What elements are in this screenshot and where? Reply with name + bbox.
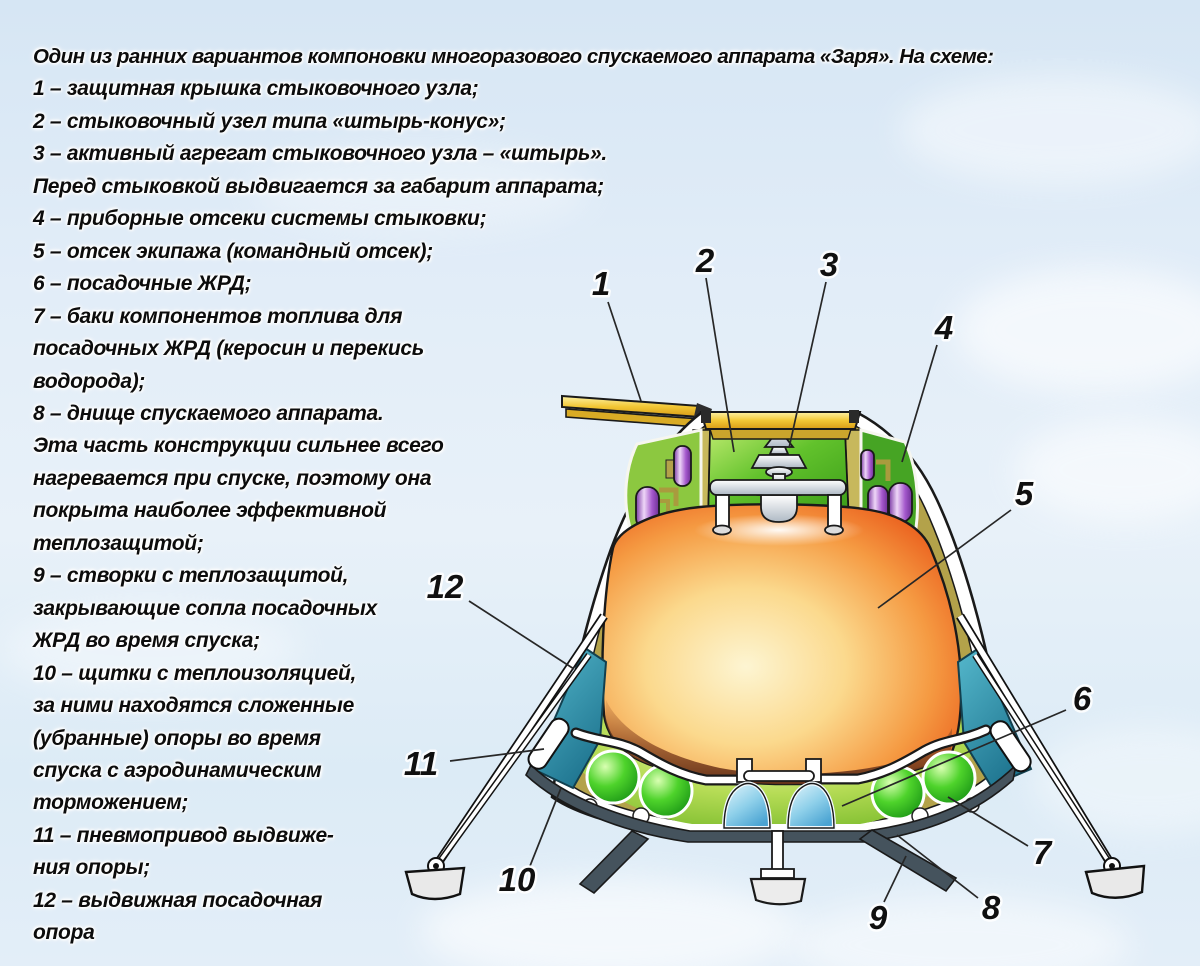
legend-line-5: 5 – отсек экипажа (командный отсек); <box>33 239 433 263</box>
top-frame <box>699 410 862 440</box>
callout-number-11: 11 <box>404 745 438 782</box>
legend-line-7b: посадочных ЖРД (керосин и перекись <box>33 337 424 361</box>
legend-line-4: 4 – приборные отсеки системы стыковки; <box>33 207 487 231</box>
nozzle-flaps <box>578 829 958 895</box>
flap-left <box>578 830 650 895</box>
legend-line-8c: нагревается при спуске, поэтому она <box>33 466 432 490</box>
foot-pad-right <box>1084 864 1146 899</box>
callout-number-4: 4 <box>934 309 953 346</box>
legend-line-10c: (убранные) опоры во время <box>33 726 321 750</box>
callout-number-1: 1 <box>592 265 610 302</box>
callout-number-10: 10 <box>499 861 536 898</box>
leader-line-5 <box>877 509 1012 609</box>
landing-engines <box>721 781 837 830</box>
leader-line-2 <box>705 277 735 453</box>
pneumatic-actuator-left <box>527 717 570 770</box>
leg-left <box>404 613 608 901</box>
legend-line-3: 3 – активный агрегат стыковочного узла –… <box>33 142 607 166</box>
legend-line-6: 6 – посадочные ЖРД; <box>33 272 252 296</box>
dome-bottom-shadow <box>605 700 952 785</box>
legend-line-10b: за ними находятся сложенные <box>33 694 354 718</box>
leader-line-9 <box>883 855 907 903</box>
legend-line-8b: Эта часть конструкции сильнее всего <box>33 434 444 458</box>
pipe-elbow <box>659 487 679 506</box>
leader-lines <box>449 277 1067 903</box>
callout-number-2: 2 <box>695 242 715 279</box>
plumbing <box>570 724 992 786</box>
legend-line-8d: покрыта наиболее эффективной <box>33 499 387 523</box>
diagram-title: Один из ранних вариантов компоновки мног… <box>33 45 994 68</box>
legend-line-7: 7 – баки компонентов топлива для <box>33 304 403 328</box>
legend-line-10e: торможением; <box>33 791 189 815</box>
callout-number-9: 9 <box>869 899 888 936</box>
leader-line-8 <box>896 834 979 899</box>
callout-number-3: 3 <box>820 246 838 283</box>
legend-line-11b: ния опоры; <box>33 856 150 880</box>
leader-line-12 <box>468 600 575 670</box>
leader-line-11 <box>449 748 545 762</box>
pipe-elbow <box>876 459 891 481</box>
legend-line-10: 10 – щитки с теплоизоляцией, <box>33 661 357 685</box>
legend-line-11: 11 – пневмопривод выдвиже- <box>33 823 334 847</box>
leader-line-10 <box>529 787 562 867</box>
flap-right <box>858 829 958 893</box>
leg-right <box>956 613 1146 899</box>
docking-compartment <box>624 428 919 530</box>
legend-line-12: 12 – выдвижная посадочная <box>33 888 323 912</box>
legend-line-10d: спуска с аэродинамическим <box>33 758 322 782</box>
crew-dome <box>601 503 963 786</box>
center-leg <box>749 830 807 906</box>
probe-support-bar <box>709 479 847 536</box>
callout-number-5: 5 <box>1015 475 1034 512</box>
leader-line-3 <box>788 281 827 449</box>
leader-line-7 <box>947 796 1029 847</box>
callout-number-7: 7 <box>1033 834 1053 871</box>
legend-line-8e: теплозащитой; <box>33 531 204 555</box>
legend-line-7c: водорода); <box>33 369 146 393</box>
dome-top-glow <box>694 514 864 546</box>
callout-number-12: 12 <box>427 568 464 605</box>
leader-line-1 <box>607 301 642 402</box>
pneumatic-actuator-right <box>989 720 1032 773</box>
leader-line-6 <box>841 709 1067 807</box>
legend-line-12b: опора <box>33 921 95 945</box>
callout-numbers: 1 2 3 4 5 6 7 8 9 10 11 12 <box>401 240 1094 939</box>
leader-line-4 <box>901 344 938 463</box>
foot-pad-left <box>404 866 466 901</box>
heat-shield-bottom <box>525 762 1018 843</box>
pressurant-tanks <box>635 445 913 530</box>
legend-line-8: 8 – днище спускаемого аппарата. <box>33 401 384 425</box>
legend-line-9c: ЖРД во время спуска; <box>33 629 260 653</box>
legend-line-9b: закрывающие сопла посадочных <box>33 596 377 620</box>
legend-line-2: 2 – стыковочный узел типа «штырь-конус»; <box>33 109 506 133</box>
callout-number-8: 8 <box>982 889 1001 926</box>
legend: Один из ранних вариантов компоновки мног… <box>33 41 1193 950</box>
legend-line-3b: Перед стыковкой выдвигается за габарит а… <box>33 174 604 198</box>
legend-line-9: 9 – створки с теплозащитой, <box>33 564 349 588</box>
callout-number-6: 6 <box>1073 680 1092 717</box>
legend-line-1: 1 – защитная крышка стыковочного узла; <box>33 77 479 101</box>
